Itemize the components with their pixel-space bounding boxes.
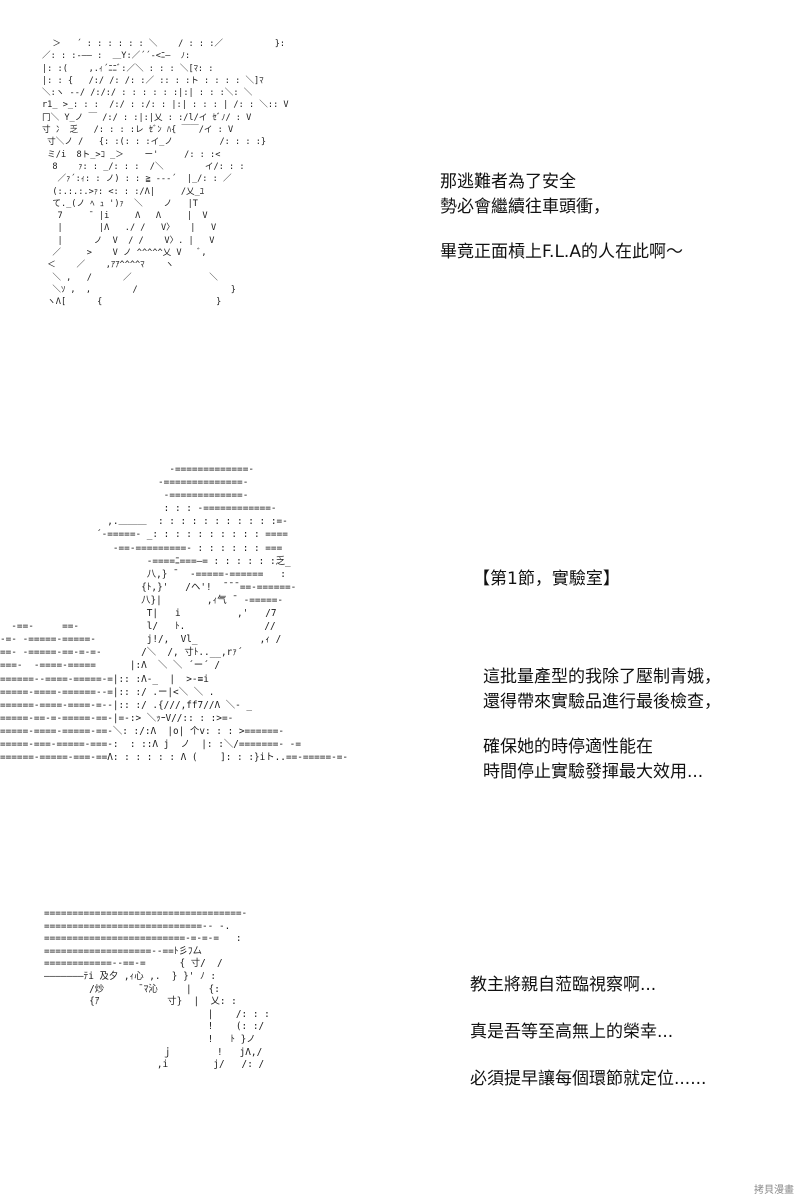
dialogue-panel-3: 教主將親自蒞臨視察啊... 真是吾等至高無上的榮幸... 必須提早讓每個環節就定…: [470, 973, 706, 1092]
dialogue-line: 那逃難者為了安全: [440, 172, 576, 192]
dialogue-line: 勢必會繼續往車頭衝，: [440, 197, 610, 217]
dialogue-panel-2: 這批量產型的我除了壓制青娥， 還得帶來實驗品進行最後檢查， 確保她的時停適性能在…: [483, 665, 721, 785]
dialogue-line: 必須提早讓每個環節就定位......: [470, 1069, 707, 1089]
dialogue-line: 畢竟正面槓上F.L.A的人在此啊～: [440, 242, 683, 262]
ascii-art-character-1: ＞ ´ : : : : : : ＼ / : : :／ }: ／: : :‐―― …: [42, 39, 289, 308]
scene-title: 【第1節，實驗室】: [473, 569, 620, 589]
dialogue-line: 教主將親自蒞臨視察啊...: [470, 975, 657, 995]
scene-tag: 【第1節，實驗室】: [473, 567, 620, 592]
dialogue-line: 還得帶來實驗品進行最後檢查，: [483, 692, 721, 712]
dialogue-line: 時間停止實驗發揮最大效用...: [483, 762, 704, 782]
dialogue-line: 確保她的時停適性能在: [483, 737, 653, 757]
ascii-art-character-2: -=============- -==============- -======…: [0, 464, 349, 764]
dialogue-line: 這批量產型的我除了壓制青娥，: [483, 667, 721, 687]
dialogue-line: 真是吾等至高無上的榮幸...: [470, 1022, 674, 1042]
watermark: 拷貝漫畫: [754, 1185, 794, 1196]
dialogue-panel-1: 那逃難者為了安全 勢必會繼續往車頭衝， 畢竟正面槓上F.L.A的人在此啊～: [440, 170, 683, 265]
ascii-art-character-3: ===================================- ===…: [44, 908, 270, 1071]
